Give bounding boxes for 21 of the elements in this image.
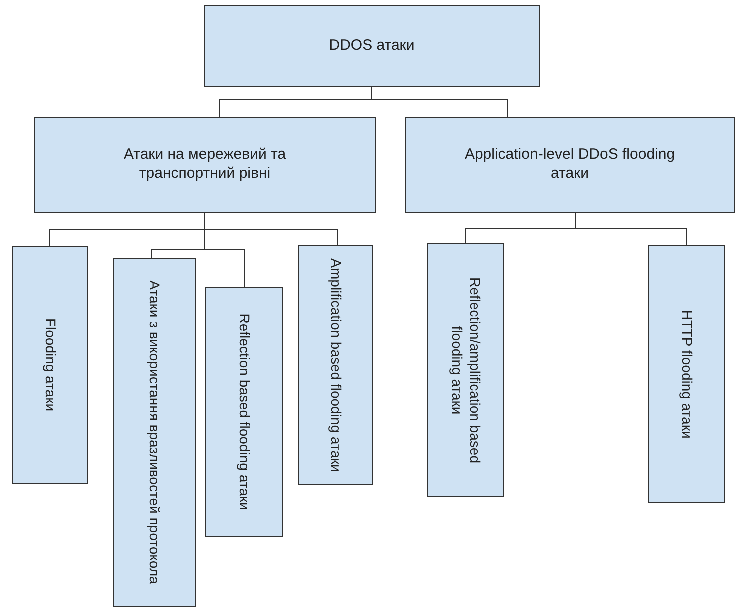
- category-box: [298, 245, 373, 485]
- category-label: DDOS атаки: [329, 36, 415, 56]
- category-box: [113, 258, 196, 607]
- connector-line: [372, 86, 508, 118]
- category-box: [427, 243, 504, 497]
- category-box: [405, 117, 735, 213]
- category-label: Атаки на мережевий та транспортний рівні: [122, 146, 288, 184]
- category-label: Атаки з використання вразливостей протокола: [146, 280, 164, 584]
- category-box: [204, 5, 540, 87]
- category-box: [34, 117, 376, 213]
- category-box: [648, 245, 725, 503]
- connector-line: [576, 212, 688, 246]
- category-box: [12, 246, 88, 484]
- connector-line: [204, 212, 338, 246]
- category-label: HTTP flooding атаки: [678, 310, 696, 438]
- category-label: Reflection based flooding атаки: [236, 314, 253, 510]
- category-label: Amplification based flooding атаки: [327, 258, 344, 472]
- category-label: Flooding атаки: [42, 318, 59, 412]
- category-label: Reflection/amplification based flooding атаки: [448, 276, 483, 465]
- category-label: Application-level DDoS flooding атаки: [464, 146, 676, 184]
- category-box: [205, 287, 283, 537]
